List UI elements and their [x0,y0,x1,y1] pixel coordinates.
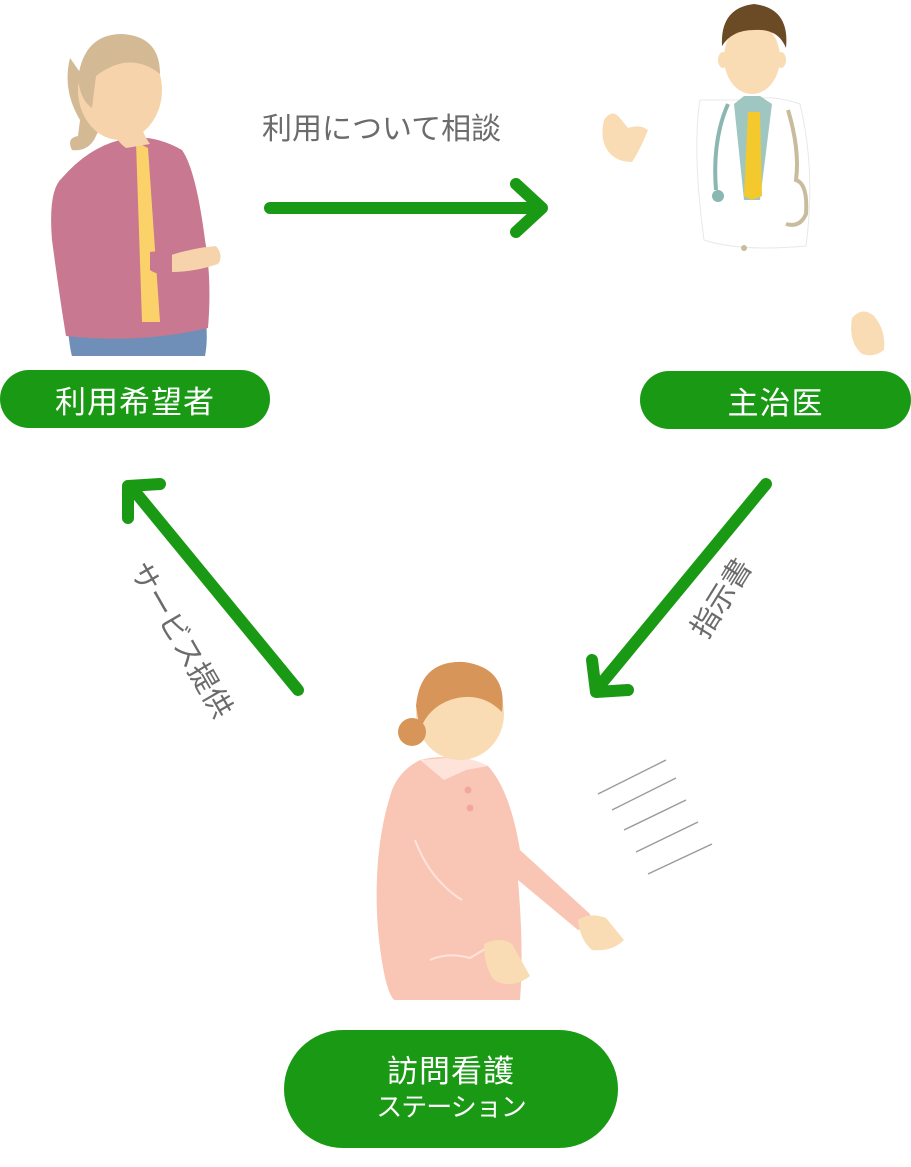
node-patient: 利用希望者 [0,370,270,428]
node-doctor: 主治医 [640,371,911,429]
consult-label: 利用について相談 [262,112,502,147]
arrow-consult [264,178,548,238]
node-doctor-label: 主治医 [727,385,824,422]
node-station-label-line1: 訪問看護 [387,1054,515,1091]
elderly-woman-icon [51,34,221,356]
arrow-instruction [586,478,772,698]
node-station: 訪問看護 ステーション [284,1030,618,1148]
nurse-icon [376,661,713,1000]
doctor-icon [602,4,885,356]
node-patient-label: 利用希望者 [55,384,215,421]
node-station-label-line2: ステーション [376,1093,526,1124]
arrow-service [122,478,304,696]
